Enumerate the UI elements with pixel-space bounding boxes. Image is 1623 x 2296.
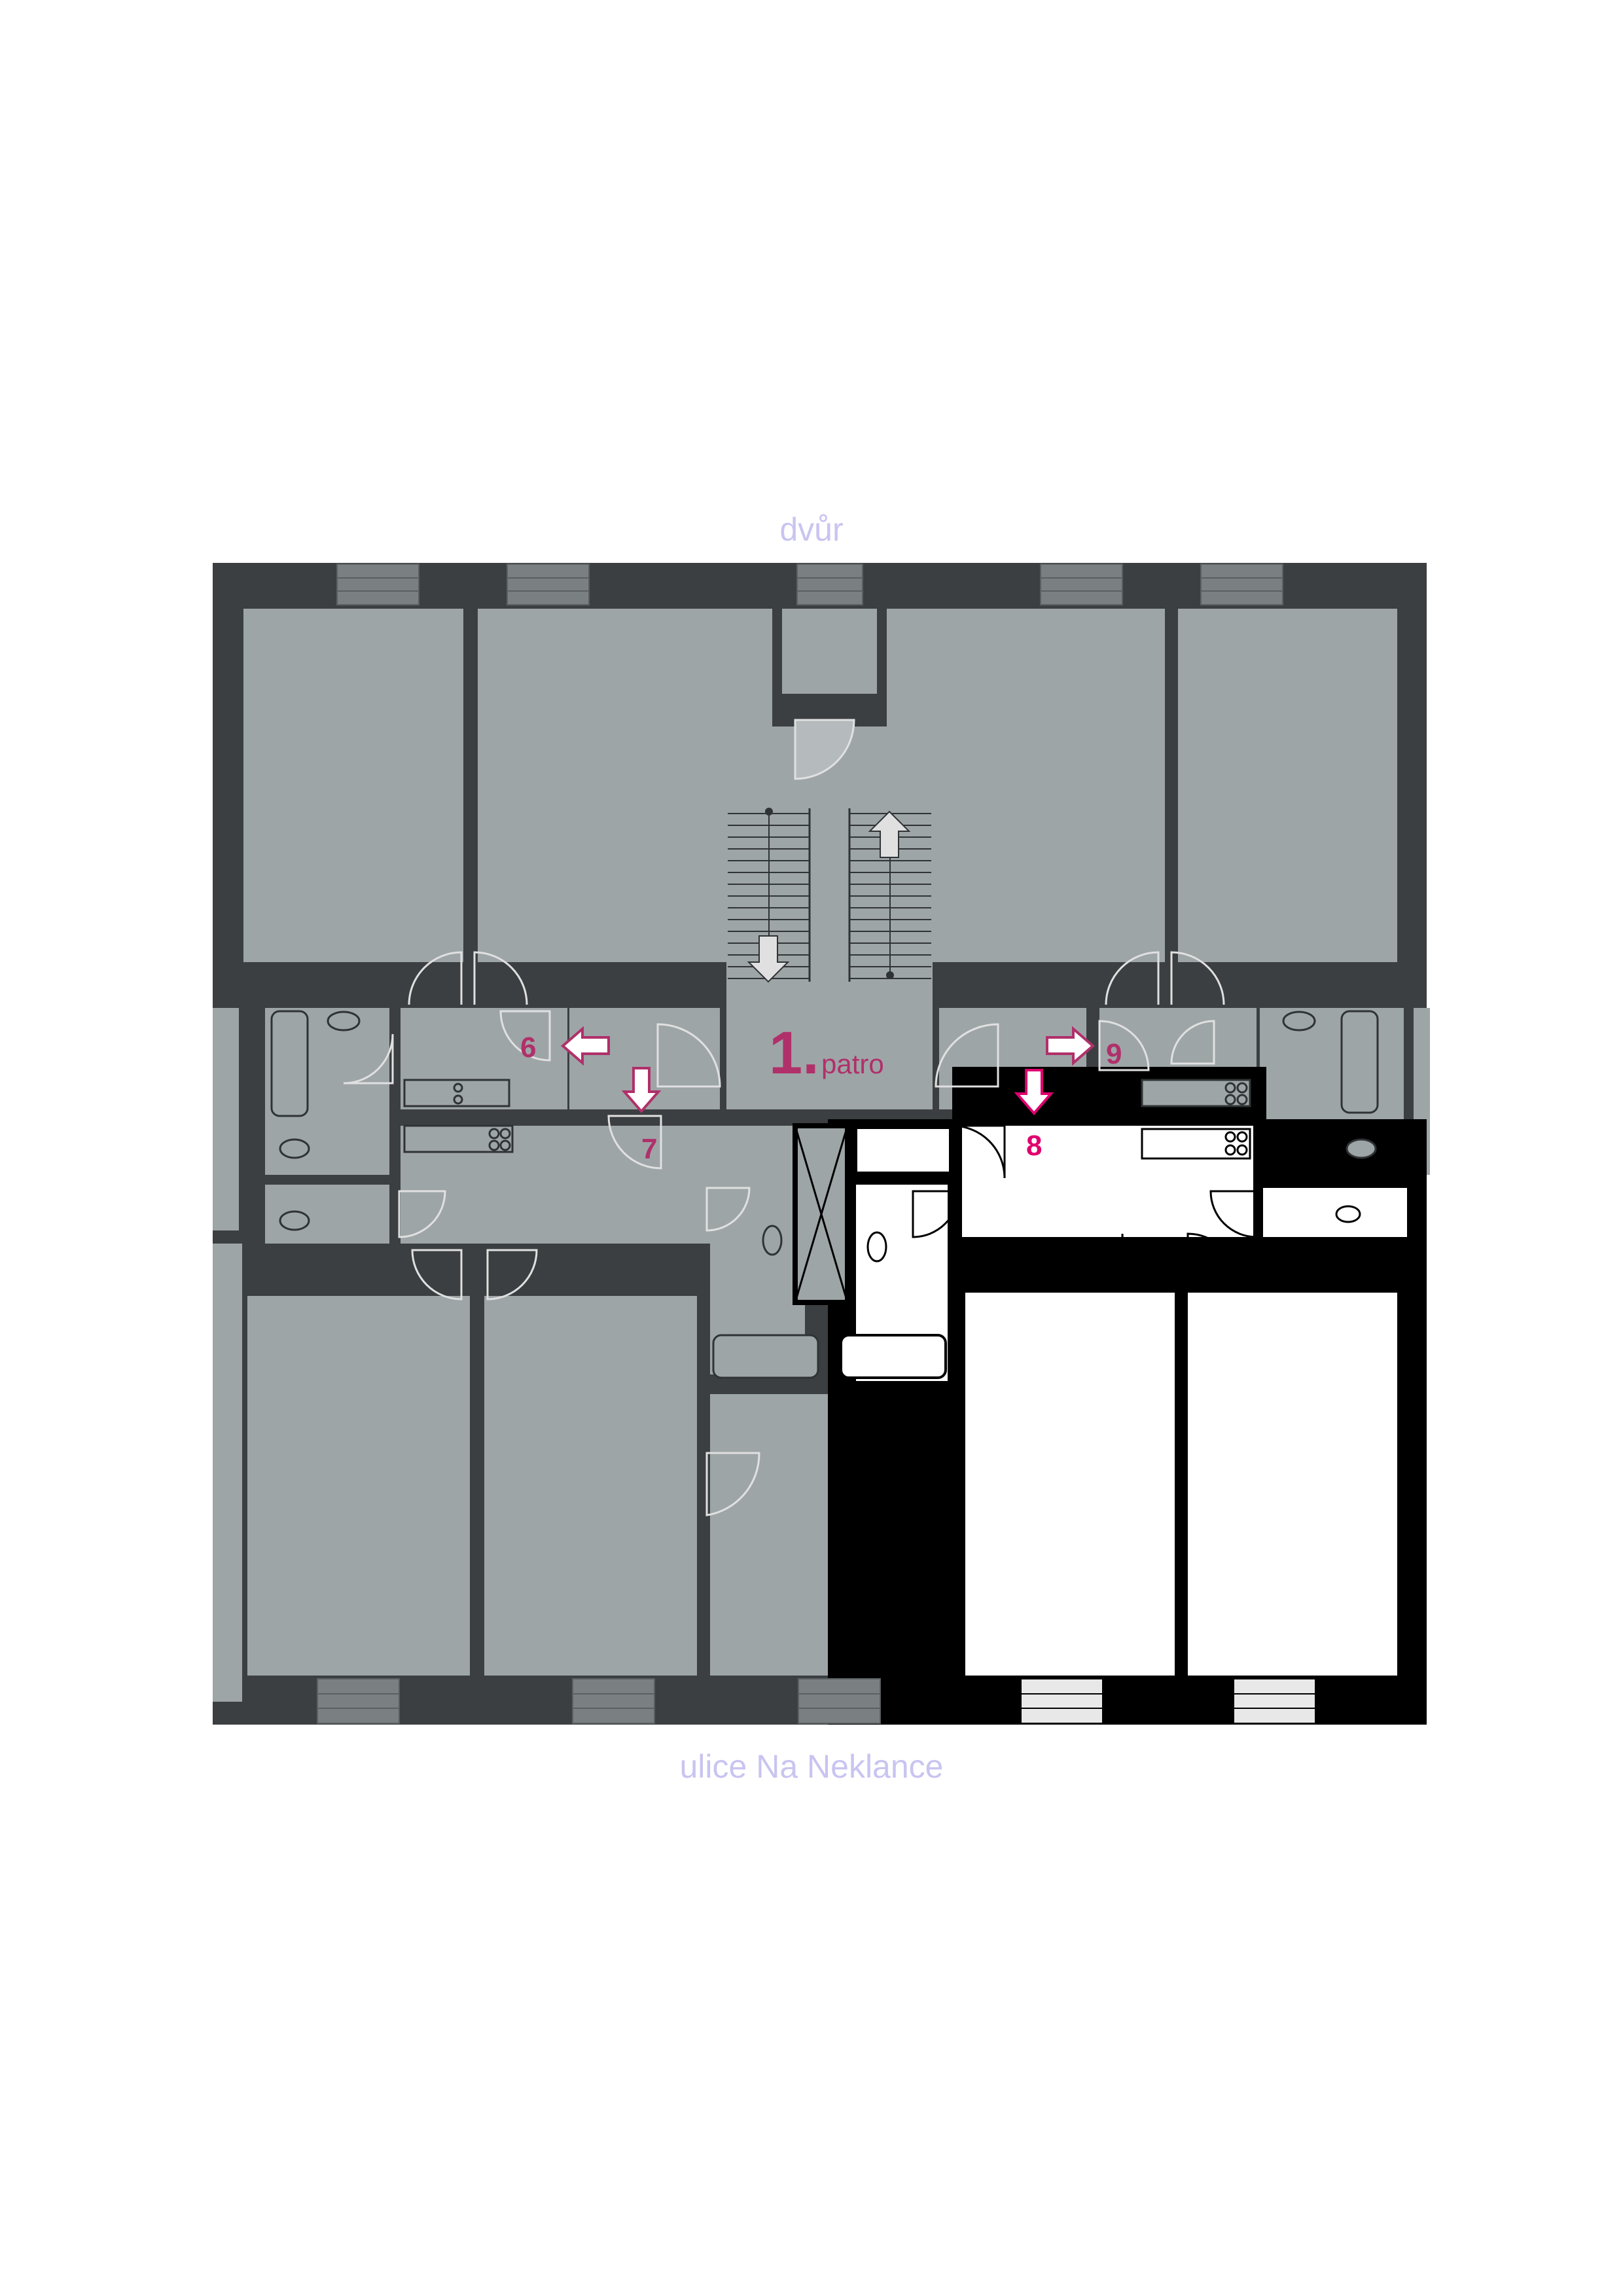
unit-8-label: 8 [1026,1130,1042,1162]
door-icon [1121,1233,1172,1284]
window-icon [336,564,419,605]
door-icon [1170,1020,1215,1065]
door-icon [607,1115,662,1170]
door-icon [935,1023,999,1088]
door-icon [794,719,855,780]
toilet-icon [279,1138,310,1159]
unit8-wc [857,1129,949,1172]
window-icon [798,1678,881,1724]
window-icon [1233,1678,1316,1724]
room-top-1 [243,609,463,962]
window-icon [1200,564,1283,605]
cooktops [453,1082,1248,1151]
door-icon [1209,1190,1258,1238]
unit-arrows [560,1026,1096,1116]
cooktop-icon [1224,1131,1248,1156]
stair-up-arrow-icon [868,810,911,858]
unit-8-highlight [793,1067,1427,1725]
door-icon [398,1190,446,1238]
unit-6-label: 6 [520,1031,536,1064]
lobby [726,995,933,1109]
unit-6-arrow-icon [560,1026,610,1066]
door-icon [408,951,463,1005]
window-icon [1020,1678,1103,1724]
window-glazing-lines [317,577,1315,1709]
room-top-4 [1178,609,1397,962]
floor-label: 1. patro [769,1020,884,1086]
window-icon [796,564,863,605]
room-top-3 [887,609,1165,962]
fixtures [270,1010,1379,1379]
bathtub-icon [1340,1010,1379,1114]
sink-icon [327,1011,361,1031]
toilet-icon [279,1210,310,1231]
room-bottom-1 [247,1296,470,1676]
floor-number: 1. [769,1020,819,1086]
door-icon [473,951,528,1005]
rooms-top-row [243,609,1397,962]
door-icon [411,1249,463,1300]
unit8-room-1 [965,1293,1175,1676]
street-label-street: ulice Na Neklance [679,1748,944,1785]
room-shaft-top [782,609,877,694]
sink-icon [1282,1011,1316,1031]
unit8-wc-right [1263,1188,1407,1237]
door-icon [343,1033,394,1085]
unit-labels: 6 7 8 9 [520,1031,1122,1165]
door-icon [1098,1020,1150,1071]
sink-icon [762,1225,783,1256]
door-icon [1105,951,1160,1005]
bathtub-icon [840,1334,947,1379]
unit-9-arrow-icon [1046,1026,1096,1066]
door-icon [499,1010,551,1062]
door-icon [952,1124,1006,1179]
door-icon [705,1452,760,1516]
room-bottom-2 [484,1296,697,1676]
door-icon [705,1187,751,1232]
room-top-2 [478,609,772,962]
unit-8-arrow-icon [1014,1069,1054,1116]
street-label-courtyard: dvůr [779,511,844,548]
floor-word: patro [821,1049,884,1079]
unit-7-label: 7 [641,1133,657,1165]
stair-down-arrow-icon [747,935,790,983]
door-icon [912,1190,960,1238]
bathtub-icon [712,1334,819,1379]
window-icon [317,1678,400,1724]
door-icon [656,1023,721,1088]
door-icon [1186,1232,1238,1284]
bathtub-icon [270,1010,309,1117]
sink-icon [866,1231,887,1263]
door-icon [1170,951,1225,1005]
window-icon [572,1678,655,1724]
windows-top [336,564,1283,605]
toilet-icon [1346,1138,1377,1159]
window-icon [1040,564,1123,605]
toilet-icon [1335,1205,1361,1223]
windows-bottom [317,1678,1316,1724]
door-icon [486,1249,538,1300]
unit-9-label: 9 [1106,1038,1122,1070]
doors [343,951,1225,1516]
unit-7-arrow-icon [621,1067,662,1114]
unit8-room-2 [1188,1293,1397,1676]
window-icon [507,564,590,605]
stair-hall [726,719,933,1021]
